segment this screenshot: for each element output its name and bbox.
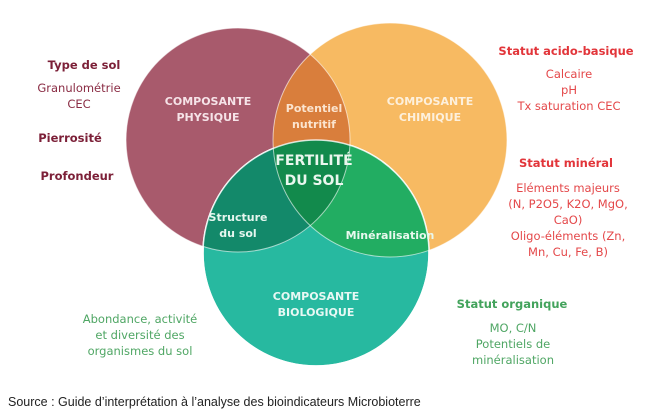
item-profondeur: Profondeur xyxy=(40,169,114,183)
list-item: Tx saturation CEC xyxy=(517,99,621,113)
list-statut-acido-basique: Calcaire pH Tx saturation CEC xyxy=(504,66,634,114)
list-type-de-sol: Granulométrie CEC xyxy=(24,80,134,112)
list-item: minéralisation xyxy=(472,353,554,367)
label-line: PHYSIQUE xyxy=(176,111,240,124)
label-line: COMPOSANTE xyxy=(164,95,252,108)
label-composante-chimique: COMPOSANTE CHIMIQUE xyxy=(370,94,490,126)
source-caption: Source : Guide d’interprétation à l’anal… xyxy=(8,395,421,409)
label-mineralisation: Minéralisation xyxy=(338,228,442,244)
list-statut-organique: MO, C/N Potentiels de minéralisation xyxy=(458,320,568,368)
label-line: BIOLOGIQUE xyxy=(277,306,355,319)
outline-chimique xyxy=(272,22,508,258)
label-structure-du-sol: Structure du sol xyxy=(202,210,274,242)
list-item: pH xyxy=(561,83,577,97)
list-item: CEC xyxy=(67,97,91,111)
list-item: Potentiels de xyxy=(475,337,551,351)
label-composante-physique: COMPOSANTE PHYSIQUE xyxy=(148,94,268,126)
list-item: Mn, Cu, Fe, B) xyxy=(528,245,608,259)
outline-biologique xyxy=(202,139,430,367)
outline-physique xyxy=(125,27,351,253)
heading-statut-organique: Statut organique xyxy=(456,297,568,311)
label-line: Minéralisation xyxy=(345,229,435,242)
list-item: organismes du sol xyxy=(87,344,193,358)
label-composante-biologique: COMPOSANTE BIOLOGIQUE xyxy=(256,289,376,321)
list-item: Calcaire xyxy=(545,67,593,81)
list-item: MO, C/N xyxy=(489,321,537,335)
label-line: DU SOL xyxy=(284,173,344,189)
list-item: et diversité des xyxy=(95,328,185,342)
item-pierrosite: Pierrosité xyxy=(38,131,102,145)
list-biologique-left: Abondance, activité et diversité des org… xyxy=(70,311,210,359)
label-line: FERTILITÉ xyxy=(275,153,353,169)
list-item: Abondance, activité xyxy=(82,312,198,326)
list-item: CaO) xyxy=(553,213,583,227)
list-item: Granulométrie xyxy=(37,81,121,95)
label-line: nutritif xyxy=(292,118,336,131)
label-line: du sol xyxy=(219,227,257,240)
list-statut-mineral: Eléments majeurs (N, P2O5, K2O, MgO, CaO… xyxy=(498,180,638,260)
label-fertilite-du-sol: FERTILITÉ DU SOL xyxy=(264,151,364,191)
heading-statut-acido-basique: Statut acido-basique xyxy=(498,44,634,58)
list-item: (N, P2O5, K2O, MgO, xyxy=(508,197,628,211)
label-line: COMPOSANTE xyxy=(272,290,360,303)
label-line: Potentiel xyxy=(285,102,343,115)
heading-type-de-sol: Type de sol xyxy=(47,58,121,72)
label-line: COMPOSANTE xyxy=(386,95,474,108)
label-potentiel-nutritif: Potentiel nutritif xyxy=(274,101,354,133)
list-item: Eléments majeurs xyxy=(516,181,620,195)
label-line: CHIMIQUE xyxy=(398,111,462,124)
region-structure-du-sol xyxy=(203,140,350,252)
label-line: Structure xyxy=(208,211,268,224)
heading-statut-mineral: Statut minéral xyxy=(518,156,613,170)
list-item: Oligo-éléments (Zn, xyxy=(510,229,626,243)
